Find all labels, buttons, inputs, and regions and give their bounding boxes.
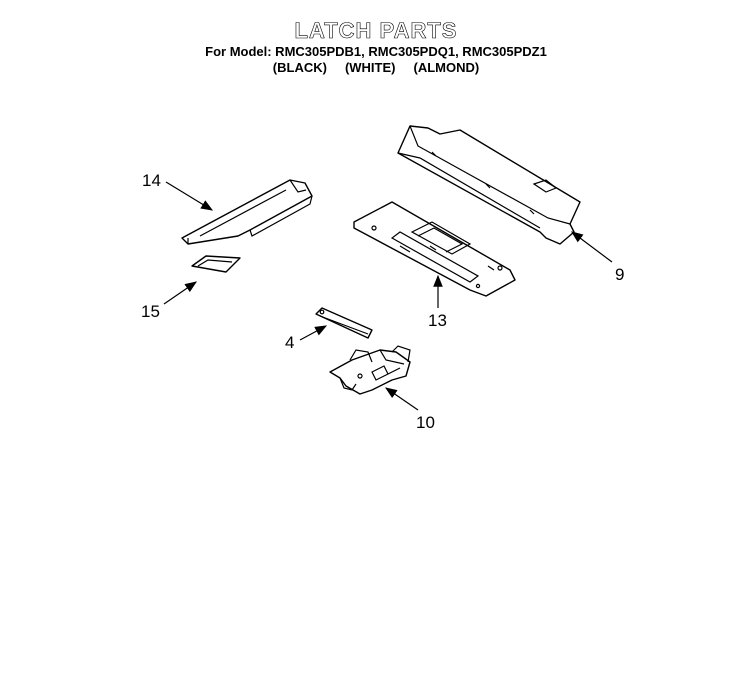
callout-label-13: 13 <box>428 311 447 330</box>
callout-label-15: 15 <box>141 302 160 321</box>
callout-15: 15 <box>141 281 197 321</box>
part-9-top-plate <box>397 125 581 245</box>
variant-almond: (ALMOND) <box>413 60 480 75</box>
model-list: For Model: RMC305PDB1, RMC305PDQ1, RMC30… <box>205 44 547 59</box>
callout-label-4: 4 <box>285 333 294 352</box>
callout-13: 13 <box>428 274 447 330</box>
variant-black: (BLACK) <box>272 60 327 75</box>
callout-label-9: 9 <box>615 265 624 284</box>
callout-10: 10 <box>385 387 435 432</box>
callout-9: 9 <box>571 231 624 284</box>
part-13-base-plate <box>353 201 516 297</box>
part-10-switch-assembly <box>329 345 411 395</box>
callout-label-10: 10 <box>416 413 435 432</box>
callout-4: 4 <box>285 325 328 352</box>
variant-white: (WHITE) <box>344 60 396 75</box>
callout-14: 14 <box>142 171 214 211</box>
diagram-header: LATCH PARTS For Model: RMC305PDB1, RMC30… <box>0 18 752 76</box>
callout-label-14: 14 <box>142 171 161 190</box>
part-15-pad <box>191 255 241 273</box>
color-variants: (BLACK) (WHITE) (ALMOND) <box>0 60 752 76</box>
part-4-latch-lever <box>315 307 373 339</box>
page-title: LATCH PARTS <box>294 18 458 44</box>
part-14-latch-cover <box>181 179 313 245</box>
